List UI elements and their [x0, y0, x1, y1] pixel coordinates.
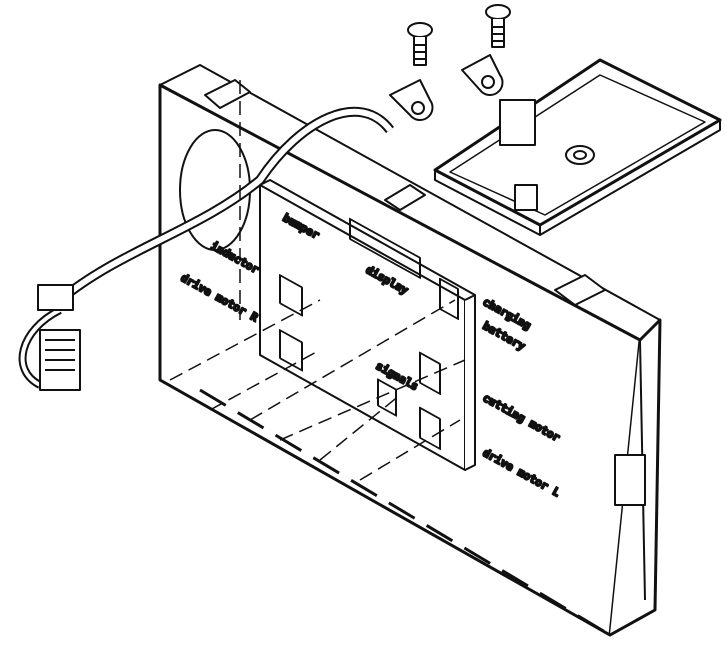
wiring-harness — [18, 106, 394, 389]
housing-latches — [204, 79, 646, 506]
screw-right — [485, 4, 511, 48]
leader-lines — [169, 80, 611, 637]
screw-left — [407, 22, 433, 66]
connector-panel — [259, 179, 476, 471]
cable-clip-left — [389, 79, 434, 121]
cable-clip-right — [461, 54, 504, 96]
cable-connector-plug — [37, 284, 81, 391]
pcb-board — [433, 58, 722, 236]
